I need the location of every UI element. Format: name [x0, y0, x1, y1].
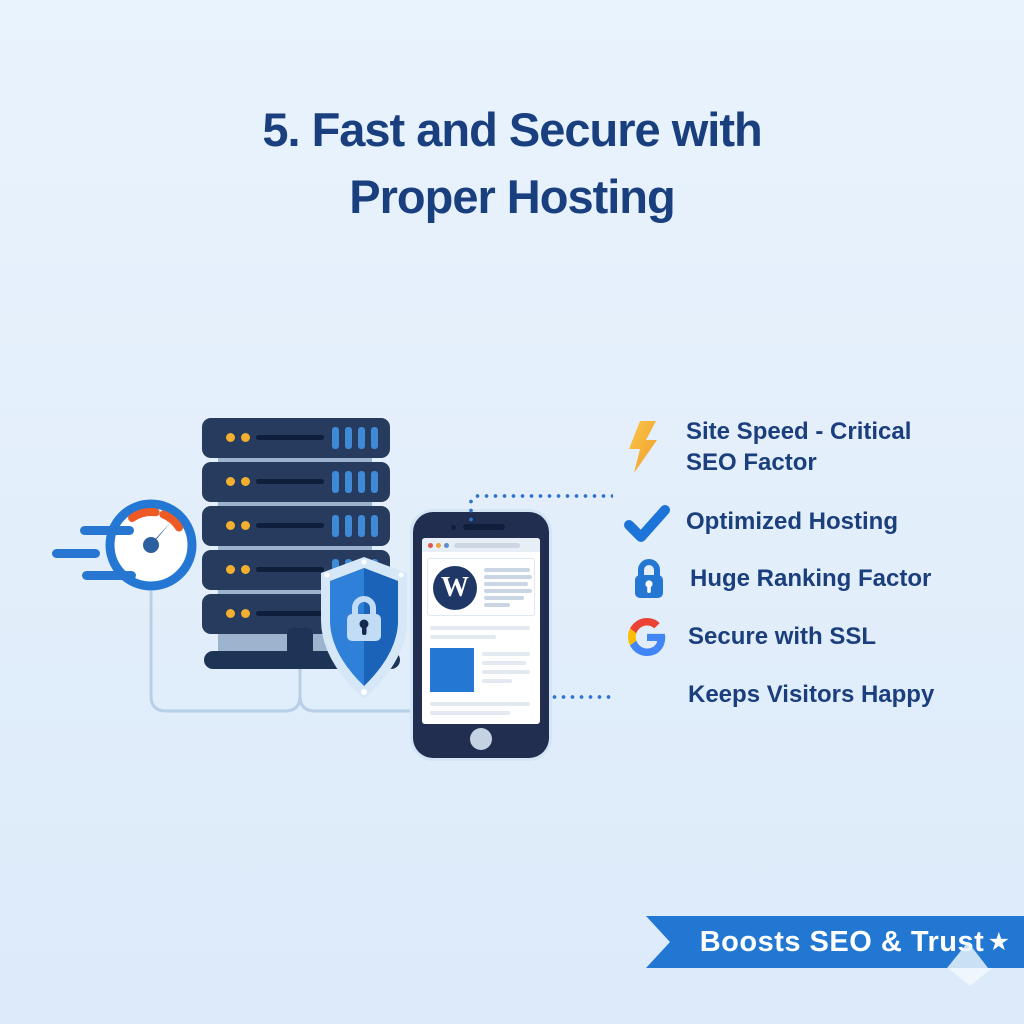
phone-speaker-icon	[463, 524, 505, 530]
ribbon-fold	[947, 942, 988, 968]
page-title-line1: 5. Fast and Secure with	[262, 103, 762, 156]
server-led-icon	[226, 521, 235, 530]
security-shield-icon	[321, 557, 407, 699]
server-vent-icon	[332, 515, 339, 537]
server-led-icon	[226, 477, 235, 486]
smartphone: W	[413, 512, 549, 758]
page-title-line2: Proper Hosting	[349, 170, 675, 223]
phone-screen: W	[422, 538, 540, 724]
dotted-connector	[473, 494, 613, 498]
browser-close-icon	[428, 543, 433, 548]
server-led-icon	[241, 609, 250, 618]
server-led-icon	[226, 565, 235, 574]
server-slot	[256, 611, 324, 616]
speedometer-icon	[105, 499, 197, 591]
server-vent-icon	[371, 471, 378, 493]
server-vent-icon	[358, 515, 365, 537]
server-led-icon	[241, 477, 250, 486]
article-image-placeholder	[430, 648, 474, 692]
server-slot	[256, 523, 324, 528]
server-led-icon	[226, 433, 235, 442]
server-vent-icon	[371, 515, 378, 537]
speed-line	[80, 526, 134, 535]
feature-ranking-factor: Huge Ranking Factor	[690, 565, 932, 592]
server-unit	[202, 418, 390, 458]
browser-expand-icon	[444, 543, 449, 548]
server-vent-icon	[358, 427, 365, 449]
server-led-icon	[241, 565, 250, 574]
server-vent-icon	[358, 471, 365, 493]
address-bar	[454, 543, 520, 548]
browser-toolbar	[422, 538, 540, 552]
server-vent-icon	[345, 427, 352, 449]
ribbon-fold-shadow	[948, 968, 992, 986]
browser-minimize-icon	[436, 543, 441, 548]
dotted-connector	[469, 497, 473, 525]
server-unit	[202, 462, 390, 502]
server-slot	[256, 479, 324, 484]
phone-camera-icon	[451, 525, 456, 530]
server-slot	[256, 567, 324, 572]
page-title: 5. Fast and Secure with Proper Hosting	[0, 96, 1024, 230]
server-vent-icon	[332, 471, 339, 493]
server-vent-icon	[345, 515, 352, 537]
wordpress-logo-icon: W	[433, 566, 477, 610]
ribbon-label: Boosts SEO & Trust	[699, 925, 985, 958]
phone-home-button	[470, 728, 492, 750]
google-icon	[628, 618, 666, 656]
server-vent-icon	[332, 427, 339, 449]
lightning-icon	[629, 421, 657, 473]
feature-visitors-happy: Keeps Visitors Happy	[688, 681, 935, 708]
wordpress-card: W	[427, 558, 535, 616]
feature-optimized-hosting: Optimized Hosting	[686, 508, 898, 535]
speed-line	[82, 571, 136, 580]
feature-secure-ssl: Secure with SSL	[688, 623, 877, 650]
server-slot	[256, 435, 324, 440]
server-led-icon	[241, 433, 250, 442]
feature-site-speed: Site Speed - Critical SEO Factor	[686, 418, 912, 476]
lock-icon	[635, 559, 663, 598]
server-unit	[202, 506, 390, 546]
speed-line	[52, 549, 100, 558]
dotted-connector	[550, 695, 614, 699]
server-led-icon	[241, 521, 250, 530]
star-icon: ★	[987, 928, 1010, 956]
checkmark-icon	[624, 505, 670, 542]
server-vent-icon	[371, 427, 378, 449]
server-led-icon	[226, 609, 235, 618]
server-vent-icon	[345, 471, 352, 493]
